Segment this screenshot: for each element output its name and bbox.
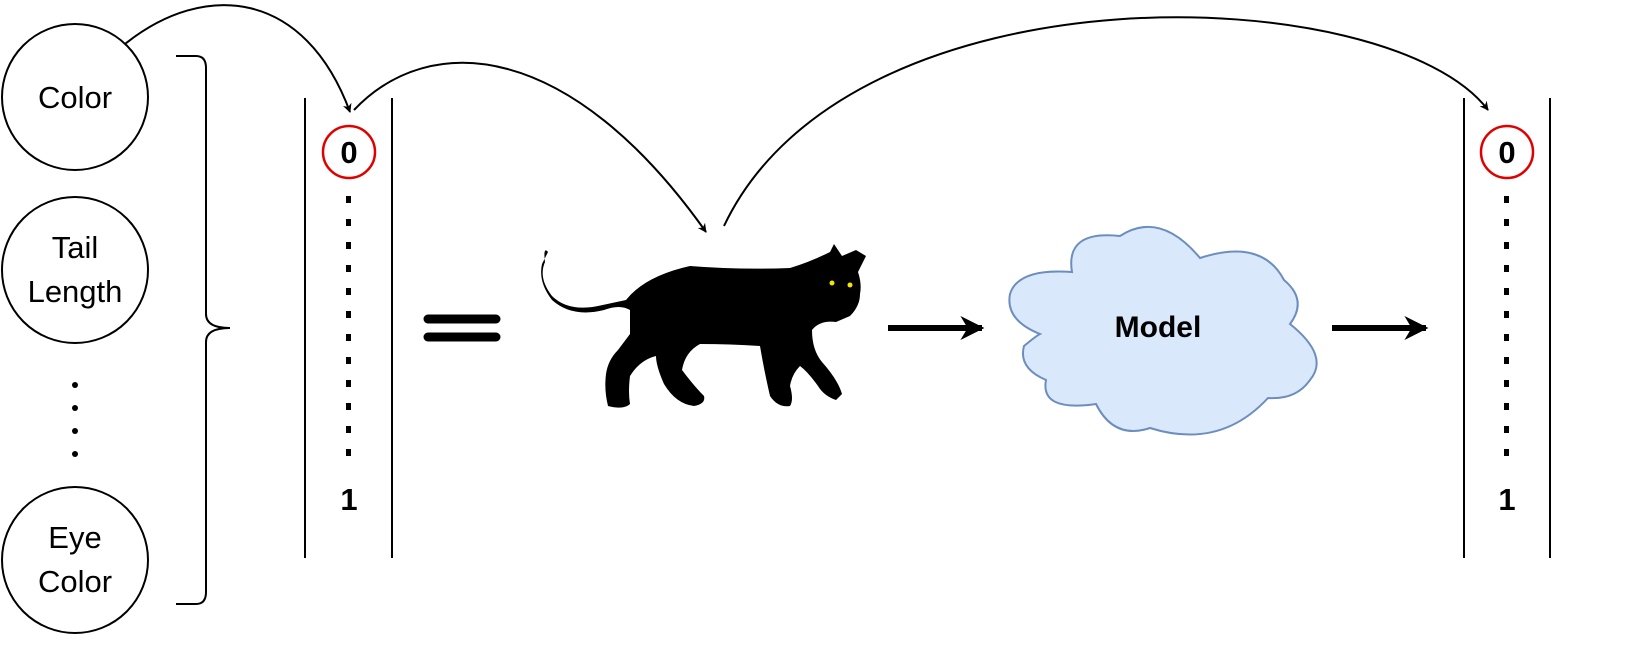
- model-label: Model: [1115, 311, 1202, 344]
- arrow-input-to-cat: [353, 61, 707, 233]
- arrow-color-to-input: [124, 4, 352, 113]
- output-vector: 0 1: [1463, 98, 1551, 558]
- arrow-cat-to-output: [723, 16, 1489, 227]
- output-vector-dots: [1504, 196, 1509, 456]
- feature-node-tail-length: Tail Length: [1, 196, 149, 344]
- cat-eye-left: [829, 280, 835, 286]
- feature-node-color: Color: [1, 23, 149, 171]
- feature-label-tail: Tail: [52, 230, 99, 265]
- input-vector-top-value: 0: [340, 135, 357, 170]
- model-cloud: Model: [1008, 225, 1318, 436]
- equals-sign: [423, 314, 501, 342]
- feature-label-eye: Eye: [48, 520, 101, 555]
- cat-icon: [541, 244, 866, 408]
- input-vector-bottom-value: 1: [340, 482, 357, 517]
- output-vector-bottom-value: 1: [1498, 482, 1515, 517]
- feature-label-length: Length: [28, 274, 123, 309]
- feature-brace: [176, 55, 231, 605]
- output-highlight-circle: [1479, 124, 1535, 180]
- input-highlight-circle: [321, 124, 377, 180]
- feature-ellipsis: [72, 382, 78, 457]
- feature-label-color: Color: [38, 80, 112, 115]
- feature-node-eye-color: Eye Color: [1, 486, 149, 634]
- input-vector-dots: [346, 196, 351, 456]
- cat-eye-right: [847, 282, 853, 288]
- output-vector-top-value: 0: [1498, 135, 1515, 170]
- input-vector: 0 1: [304, 98, 393, 558]
- feature-label-eye-color: Color: [38, 564, 112, 599]
